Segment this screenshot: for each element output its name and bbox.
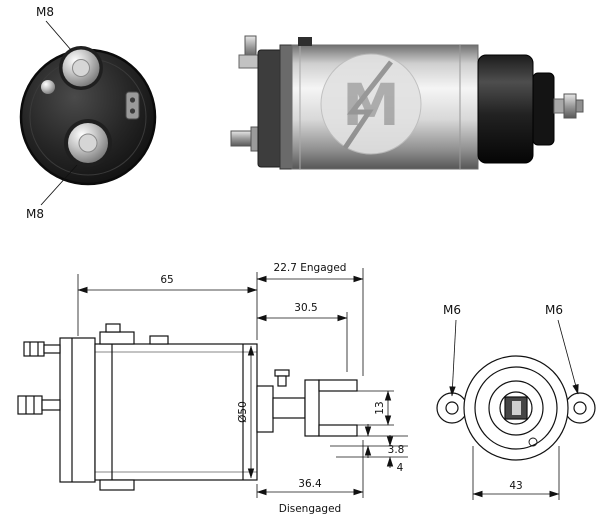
dimension-4: 4 bbox=[336, 435, 408, 474]
top-terminal-nub bbox=[298, 37, 312, 46]
dim-36-4-label: 36.4 bbox=[298, 478, 322, 490]
dimension-30-5: 30.5 bbox=[256, 302, 348, 372]
connector-hole bbox=[129, 97, 136, 103]
photo-end-view bbox=[19, 46, 157, 186]
zm-watermark-logo: M bbox=[320, 53, 422, 155]
photo-side-view: M bbox=[230, 35, 584, 170]
label-m6-left: M6 bbox=[443, 303, 461, 317]
dimension-diameter-50: Ø50 bbox=[237, 345, 255, 479]
side-drawing-body bbox=[94, 323, 258, 491]
dim-43-label: 43 bbox=[509, 480, 522, 492]
dimension-36-4: 36.4 Disengaged bbox=[256, 440, 364, 515]
dim-engaged-label: 22.7 Engaged bbox=[274, 262, 347, 274]
end-view-callouts: M8 M8 bbox=[26, 5, 78, 221]
bore-circle bbox=[499, 391, 533, 425]
mounting-bracket bbox=[257, 49, 283, 168]
dim-65-label: 65 bbox=[160, 274, 173, 286]
rivet-icon bbox=[41, 80, 55, 94]
label-m8-top: M8 bbox=[36, 5, 54, 19]
watermark-circle bbox=[320, 53, 422, 155]
left-mount-hole bbox=[445, 401, 459, 415]
label-disengaged: Disengaged bbox=[279, 503, 341, 515]
terminal-bolt-top-center bbox=[72, 59, 90, 77]
lower-bolt bbox=[230, 130, 254, 147]
dim-13-label: 13 bbox=[374, 401, 386, 414]
side-drawing-plunger bbox=[256, 369, 358, 437]
drawing-end-view bbox=[436, 355, 596, 461]
rear-stud-tip bbox=[575, 99, 584, 113]
label-m8-bottom: M8 bbox=[26, 207, 44, 221]
rear-cap bbox=[477, 54, 534, 164]
dim-d50-label: Ø50 bbox=[237, 401, 249, 423]
leader-m8-bottom bbox=[40, 164, 78, 206]
rear-cap-boss bbox=[532, 72, 555, 146]
dimension-engaged: 22.7 Engaged bbox=[256, 262, 364, 376]
watermark-letter: M bbox=[342, 71, 400, 139]
connector-hole bbox=[129, 108, 136, 114]
flange-circle-2 bbox=[474, 366, 558, 450]
terminal-bolt-bottom-center bbox=[78, 133, 98, 153]
dim-30-5-label: 30.5 bbox=[294, 302, 317, 314]
label-m6-right: M6 bbox=[545, 303, 563, 317]
side-drawing-rear-bracket bbox=[17, 337, 96, 483]
index-mark-icon bbox=[528, 437, 538, 447]
center-slot bbox=[512, 401, 521, 415]
dim-3-8-label: 3.8 bbox=[388, 444, 405, 456]
dimension-65: 65 bbox=[77, 272, 258, 340]
rear-stud-nut bbox=[563, 93, 577, 119]
dimension-13: 13 bbox=[357, 390, 394, 426]
dim-4-label: 4 bbox=[397, 462, 404, 474]
right-mount-hole bbox=[573, 401, 587, 415]
watermark-flash-icon bbox=[342, 60, 393, 150]
connector-tab bbox=[125, 91, 140, 120]
flange-circle-3 bbox=[488, 380, 544, 436]
dimension-3-8: 3.8 bbox=[330, 424, 408, 458]
end-view-dimensions: M6 M6 43 bbox=[443, 303, 579, 500]
drawing-side-view bbox=[17, 323, 358, 491]
leader-m8-top bbox=[45, 20, 72, 51]
